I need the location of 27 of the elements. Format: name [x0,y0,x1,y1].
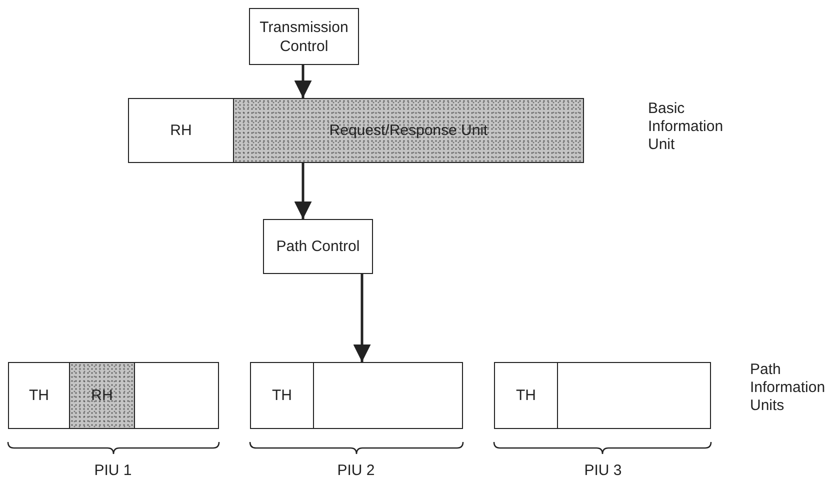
header-field [494,362,558,429]
field-label: Path Control [276,237,360,256]
header-field [8,362,70,429]
data-field [233,98,584,163]
piu-caption: PIU 3 [583,462,623,480]
process-box [263,219,373,274]
header-field [128,98,234,163]
field-label: RH [91,386,113,405]
header-field [69,362,135,429]
data-field [313,362,463,429]
field-label: RH [170,121,192,140]
arrow [294,163,312,219]
unit-caption: Path Information Units [750,361,826,415]
process-box [249,8,359,65]
header-field [250,362,314,429]
piu-caption: PIU 2 [336,462,376,480]
data-field [557,362,711,429]
arrow [294,65,312,98]
field-label: TH [516,386,536,405]
unit-caption: Basic Information Unit [648,100,724,154]
field-label: TH [272,386,292,405]
field-label: Request/Response Unit [329,121,488,140]
arrow [353,274,371,362]
field-label: Transmission Control [258,18,350,56]
data-field [134,362,219,429]
piu-caption: PIU 1 [93,462,133,480]
field-label: TH [29,386,49,405]
